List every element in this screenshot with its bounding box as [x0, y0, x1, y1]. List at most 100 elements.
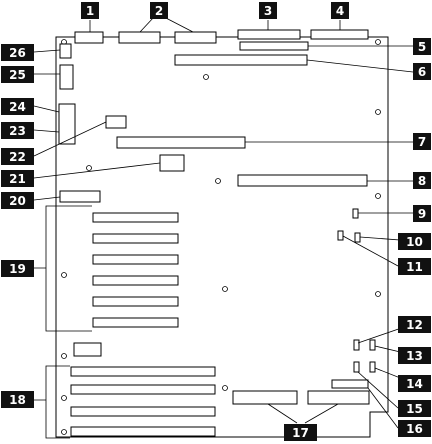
components: [58, 29, 376, 437]
slot-7: [116, 136, 246, 149]
callout-box: [398, 347, 431, 364]
callout-label-17: 17: [284, 424, 317, 441]
connector-2a: [118, 31, 161, 44]
jumper-14a: [353, 361, 360, 373]
mounting-hole: [222, 286, 228, 292]
memory-slot-19: [92, 296, 179, 307]
callout-box: [1, 66, 34, 83]
mounting-hole: [222, 385, 228, 391]
callout-label-14: 14: [398, 375, 431, 392]
callout-label-21: 21: [1, 170, 34, 187]
jumper-12: [353, 339, 360, 351]
callout-number: 11: [406, 260, 423, 274]
mounting-hole: [61, 353, 67, 359]
callout-number: 17: [292, 426, 309, 440]
callout-number: 9: [418, 207, 426, 221]
callout-box: [331, 2, 349, 19]
callout-number: 3: [264, 4, 272, 18]
callout-box: [284, 424, 317, 441]
callout-label-12: 12: [398, 316, 431, 333]
jumper-13: [369, 339, 376, 351]
callout-number: 20: [9, 194, 26, 208]
callout-box: [1, 98, 34, 115]
memory-slot-19: [92, 254, 179, 265]
callout-number: 7: [418, 135, 426, 149]
callout-box: [413, 38, 431, 55]
callout-number: 24: [9, 100, 26, 114]
callout-label-20: 20: [1, 192, 34, 209]
leader-6: [306, 59, 414, 73]
leader-2b: [163, 16, 194, 33]
callout-box: [413, 205, 431, 222]
callout-number: 6: [418, 65, 426, 79]
callout-label-9: 9: [413, 205, 431, 222]
callout-label-10: 10: [398, 233, 431, 250]
callout-number: 10: [406, 235, 423, 249]
memory-slot-19: [92, 212, 179, 223]
callout-number: 15: [406, 402, 423, 416]
leader-22: [33, 121, 107, 157]
mounting-hole: [375, 39, 381, 45]
callout-label-23: 23: [1, 122, 34, 139]
callout-label-25: 25: [1, 66, 34, 83]
mounting-hole: [203, 74, 209, 80]
connector-2b: [174, 31, 217, 44]
bracket-18: [32, 365, 70, 439]
callout-box: [398, 420, 431, 437]
chip-21: [159, 154, 185, 172]
callout-number: 1: [86, 4, 94, 18]
callout-box: [81, 2, 99, 19]
callout-box: [398, 258, 431, 275]
callout-box: [1, 391, 34, 408]
mounting-hole: [375, 291, 381, 297]
mounting-hole: [375, 109, 381, 115]
callout-number: 13: [406, 349, 423, 363]
callout-box: [1, 148, 34, 165]
connector-3: [237, 29, 301, 40]
callout-number: 26: [9, 46, 26, 60]
chip-18: [73, 342, 102, 357]
memory-slot-19: [92, 275, 179, 286]
connector-15: [331, 379, 369, 389]
mounting-hole: [215, 178, 221, 184]
mounting-hole: [375, 193, 381, 199]
leader-17a: [267, 403, 298, 424]
callout-box: [413, 172, 431, 189]
callout-number: 8: [418, 174, 426, 188]
leader-23: [33, 129, 60, 133]
board-outline: [55, 36, 389, 438]
component-22: [105, 115, 127, 129]
callout-box: [398, 316, 431, 333]
leader-16: [367, 387, 399, 429]
connector-5: [239, 41, 309, 51]
callout-box: [1, 260, 34, 277]
callout-number: 18: [9, 393, 26, 407]
callout-number: 2: [155, 4, 163, 18]
callout-box: [413, 133, 431, 150]
callout-label-13: 13: [398, 347, 431, 364]
connector-1: [74, 31, 104, 44]
connector-17b: [307, 390, 370, 405]
callout-number: 5: [418, 40, 426, 54]
callout-label-18: 18: [1, 391, 34, 408]
callout-label-7: 7: [413, 133, 431, 150]
callout-label-19: 19: [1, 260, 34, 277]
connector-17a: [232, 390, 298, 405]
callout-label-3: 3: [259, 2, 277, 19]
callout-box: [398, 400, 431, 417]
callout-box: [1, 192, 34, 209]
callout-label-2: 2: [150, 2, 168, 19]
bracket-19: [32, 205, 92, 332]
jumper-14b: [369, 361, 376, 373]
callout-label-8: 8: [413, 172, 431, 189]
leader-lines: [32, 16, 414, 439]
callout-label-26: 26: [1, 44, 34, 61]
mounting-hole: [61, 272, 67, 278]
pci-slot-18: [70, 384, 216, 395]
connector-24-23: [58, 103, 76, 145]
leader-21: [33, 162, 161, 179]
leader-17b: [304, 403, 339, 424]
callout-box: [1, 170, 34, 187]
jumper-9: [352, 208, 359, 219]
